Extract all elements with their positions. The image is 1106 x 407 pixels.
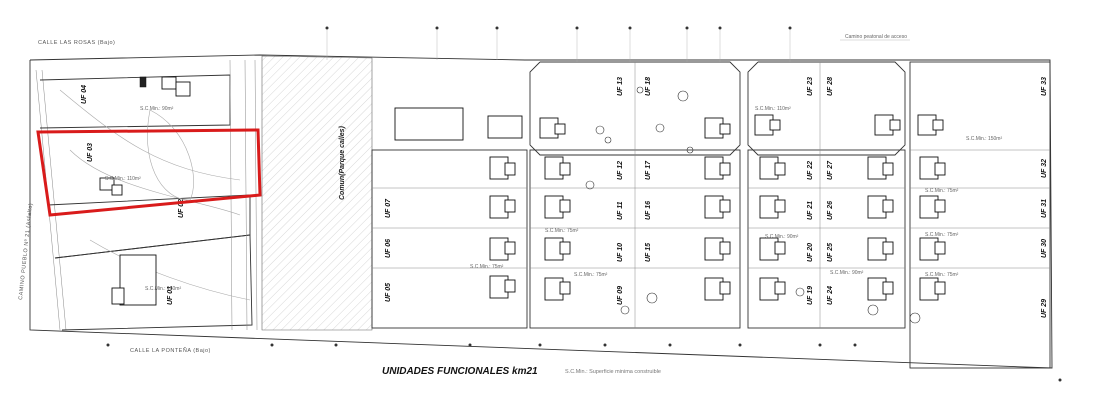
plan-caption-note: S.C.Min.: Superficie minima construible — [565, 369, 661, 375]
street-label-top: CALLE LAS ROSAS (Bajo) — [38, 40, 115, 46]
common-building — [487, 115, 523, 139]
contour-line — [89, 239, 251, 301]
unit-labels: UF 04 UF 03 UF 02 UF 01 UF 07 UF 06 UF 0… — [81, 77, 1048, 318]
unit-label-uf21: UF 21 — [807, 201, 814, 220]
block-col4-lower — [747, 149, 906, 329]
house — [161, 76, 177, 90]
contour-line — [69, 149, 241, 216]
unit-label-uf25: UF 25 — [827, 243, 834, 262]
unit-label-uf02: UF 02 — [178, 199, 185, 218]
contour-line — [147, 109, 194, 201]
unit-label-uf17: UF 17 — [645, 160, 652, 180]
common-building — [394, 107, 464, 141]
unit-label-uf20: UF 20 — [807, 243, 814, 262]
unit-label-uf16: UF 16 — [645, 201, 652, 220]
block-col6 — [909, 61, 1051, 369]
leader-lines — [326, 30, 910, 62]
unit-label-uf29: UF 29 — [1041, 299, 1048, 318]
unit-label-uf32: UF 32 — [1041, 159, 1048, 178]
svg-text:S.C.Min.: 75m²: S.C.Min.: 75m² — [574, 272, 608, 278]
house — [111, 287, 125, 305]
svg-text:S.C.Min.: 90m²: S.C.Min.: 90m² — [830, 270, 864, 276]
uf03-highlight — [36, 128, 262, 217]
house — [99, 177, 115, 191]
house — [139, 76, 147, 88]
svg-text:S.C.Min.: 75m²: S.C.Min.: 75m² — [545, 228, 579, 234]
house — [111, 184, 123, 196]
unit-label-uf05: UF 05 — [385, 283, 392, 302]
unit-label-uf01: UF 01 — [167, 286, 174, 305]
unit-label-uf23: UF 23 — [807, 77, 814, 96]
trees — [585, 86, 921, 324]
street-label-bottom: CALLE LA PONTEÑA (Bajo) — [130, 347, 211, 354]
unit-label-uf31: UF 31 — [1041, 199, 1048, 218]
unit-label-uf12: UF 12 — [617, 161, 624, 180]
svg-text:S.C.Min.: 90m²: S.C.Min.: 90m² — [765, 234, 799, 240]
svg-text:S.C.Min.: 110m²: S.C.Min.: 110m² — [105, 176, 141, 182]
unit-label-uf18: UF 18 — [645, 77, 652, 96]
unit-label-uf11: UF 11 — [617, 201, 624, 220]
road-edge — [41, 69, 67, 331]
unit-label-uf30: UF 30 — [1041, 239, 1048, 258]
unit-label-uf09: UF 09 — [617, 286, 624, 305]
unit-label-uf06: UF 06 — [385, 239, 392, 258]
contour-line — [59, 89, 241, 181]
unit-label-uf15: UF 15 — [645, 243, 652, 262]
unit-label-uf03: UF 03 — [87, 143, 94, 162]
street-label-top-right: Camino peatonal de acceso — [845, 34, 907, 40]
house — [175, 81, 191, 97]
unit-label-uf24: UF 24 — [827, 286, 834, 305]
svg-text:S.C.Min.: 75m²: S.C.Min.: 75m² — [925, 232, 959, 238]
lot-uf04 — [39, 74, 231, 129]
property-boundary — [29, 54, 1053, 369]
unit-label-uf10: UF 10 — [617, 243, 624, 262]
lot-line — [229, 59, 233, 331]
unit-label-uf04: UF 04 — [81, 85, 88, 104]
park-label: Comun(Parque calles) — [339, 125, 346, 200]
svg-text:S.C.Min.: 150m²: S.C.Min.: 150m² — [966, 136, 1002, 142]
lot-uf01 — [54, 234, 253, 331]
svg-text:S.C.Min.: 90m²: S.C.Min.: 90m² — [140, 106, 174, 112]
svg-text:S.C.Min.: 75m²: S.C.Min.: 75m² — [925, 272, 959, 278]
houses-grid — [489, 114, 946, 301]
unit-label-uf13: UF 13 — [617, 77, 624, 96]
street-label-left: CAMINO PUEBLO Nº 21 (Asfalto) — [17, 202, 34, 300]
unit-label-uf33: UF 33 — [1041, 77, 1048, 96]
svg-text:S.C.Min.: 110m²: S.C.Min.: 110m² — [755, 106, 791, 112]
unit-label-uf26: UF 26 — [827, 201, 834, 220]
block-col1 — [371, 149, 528, 329]
unit-label-uf19: UF 19 — [807, 286, 814, 305]
unit-label-uf28: UF 28 — [827, 77, 834, 96]
house — [119, 254, 157, 306]
common-park-area — [261, 55, 373, 331]
block-col4 — [747, 61, 906, 156]
svg-text:S.C.Min.: 75m²: S.C.Min.: 75m² — [925, 188, 959, 194]
svg-text:S.C.Min.: 75m²: S.C.Min.: 75m² — [470, 264, 504, 270]
survey-markers — [106, 26, 1062, 382]
unit-label-uf07: UF 07 — [385, 198, 392, 218]
plan-caption: UNIDADES FUNCIONALES km21 — [382, 366, 538, 377]
svg-text:S.C.Min.: 150m²: S.C.Min.: 150m² — [145, 286, 181, 292]
unit-label-uf27: UF 27 — [827, 160, 834, 180]
unit-label-uf22: UF 22 — [807, 161, 814, 180]
block-col2 — [529, 61, 741, 156]
scmin-notes: S.C.Min.: 90m² S.C.Min.: 110m² S.C.Min.:… — [105, 106, 1002, 292]
